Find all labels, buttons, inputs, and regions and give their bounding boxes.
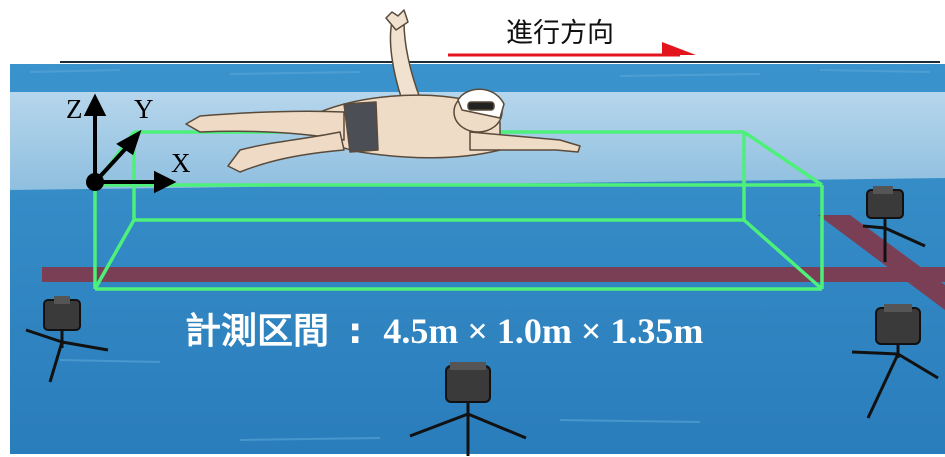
axis-y-label: Y — [134, 94, 154, 124]
measurement-label: 計測区間 — [185, 311, 329, 352]
camera-icon — [25, 296, 109, 383]
measurement-separator: : — [348, 311, 362, 352]
direction-arrow-icon — [448, 42, 696, 57]
camera-icon — [851, 304, 939, 419]
camera-icon — [862, 186, 926, 262]
measurement-value: 4.5m × 1.0m × 1.35m — [383, 311, 703, 351]
lane-stripes — [42, 215, 945, 310]
direction-label: 進行方向 — [506, 18, 614, 49]
swimmer-figure — [185, 9, 581, 173]
direction-header: 進行方向 — [60, 18, 940, 63]
camera-icon — [409, 362, 527, 456]
axis-x-label: X — [171, 148, 191, 178]
axis-z-label: Z — [66, 94, 83, 124]
coordinate-axes-icon — [83, 93, 177, 194]
measurement-caption: 計測区間 : 4.5m × 1.0m × 1.35m — [185, 311, 703, 352]
water-texture — [29, 69, 931, 441]
